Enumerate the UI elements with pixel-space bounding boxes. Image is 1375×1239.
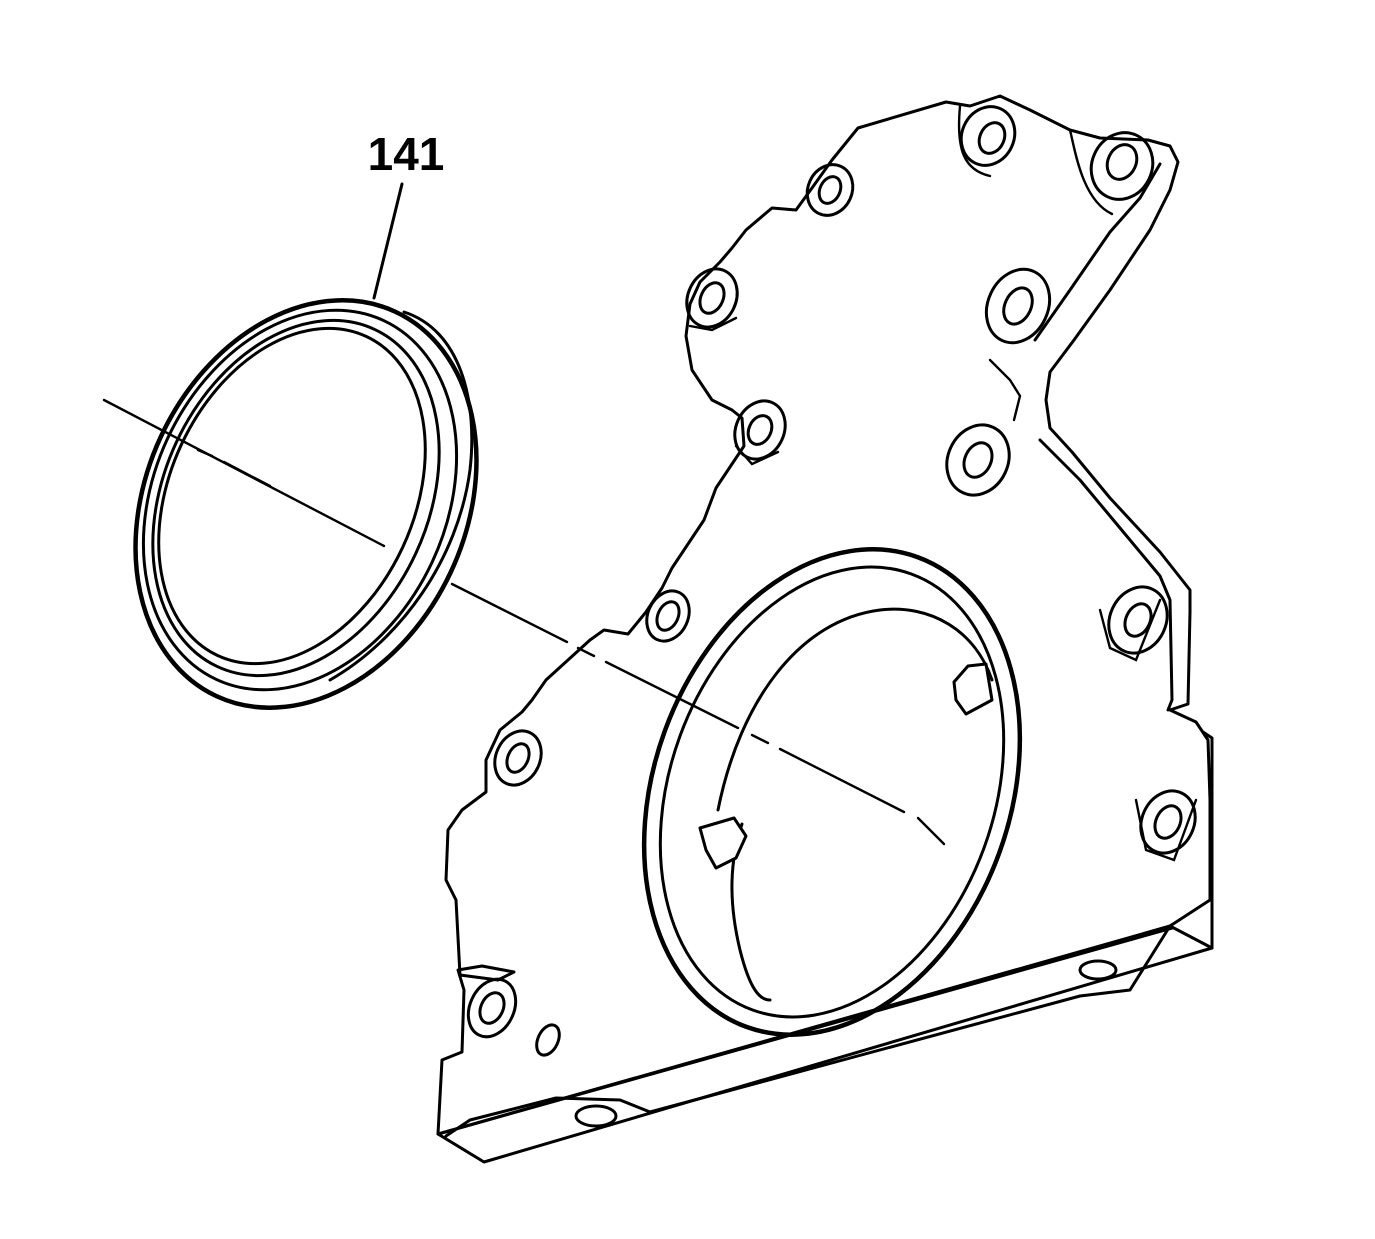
- callout-label: 141: [368, 128, 445, 180]
- crankshaft-front-seal: [133, 298, 479, 710]
- front-cover: [436, 94, 1214, 1164]
- bolt-bosses: [466, 105, 1197, 1128]
- centerline: [102, 398, 946, 846]
- crank-bore-inner: [658, 565, 1006, 1019]
- seal-inner-edge: [151, 318, 441, 678]
- leader-line: [372, 182, 404, 300]
- seal-outer-edge: [133, 298, 479, 710]
- crank-bore-outer: [641, 547, 1023, 1037]
- callout-141: 141: [368, 128, 445, 300]
- front-cover-outline: [436, 94, 1212, 1136]
